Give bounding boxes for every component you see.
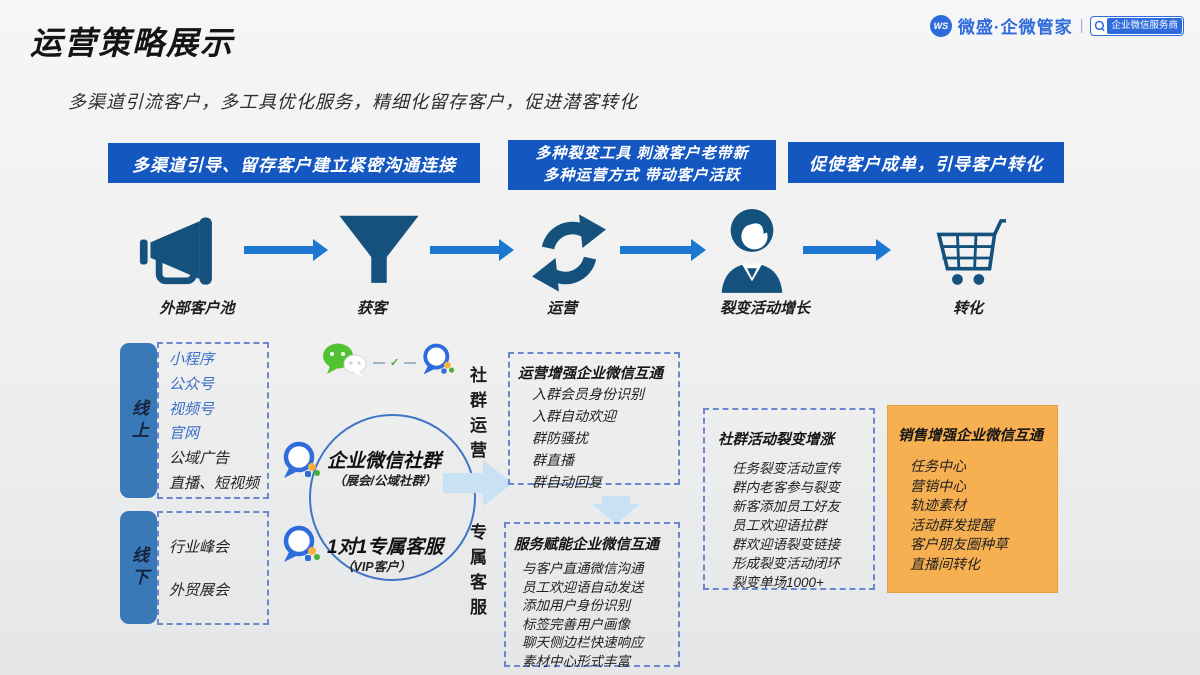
- brand-badge: 企业微信服务商: [1090, 15, 1184, 36]
- panel-item: 入群会员身份识别: [532, 386, 644, 402]
- connector-check-icon: ✓: [390, 356, 400, 369]
- panel-item: 群直播: [532, 452, 574, 468]
- brand-name: 微盛·企微管家: [957, 18, 1073, 37]
- panel-title: 服务赋能企业微信互通: [514, 537, 659, 553]
- panel-item: 直播间转化: [910, 555, 980, 572]
- vertical-label-dedicated-service: 专属客服: [467, 523, 486, 623]
- stage-label-fission: 裂变活动增长: [719, 300, 811, 317]
- panel-item: 轨迹素材: [910, 497, 966, 513]
- light-right-arrow-icon: [443, 460, 513, 511]
- hub-entry-title: 1对1专属客服: [327, 537, 444, 558]
- channel-item: 行业峰会: [169, 538, 230, 556]
- panel-item: 群内老客参与裂变: [732, 480, 840, 495]
- panel-item: 裂变单场1000+: [732, 575, 824, 590]
- panel-item: 群自动回复: [532, 474, 602, 490]
- panel-item: 群防骚扰: [532, 430, 588, 446]
- light-down-arrow-icon: [592, 496, 640, 529]
- wecom-icon: [421, 342, 455, 383]
- megaphone-icon: [138, 213, 234, 296]
- panel-item: 营销中心: [910, 477, 966, 494]
- panel-title: 运营增强企业微信互通: [518, 366, 663, 382]
- panel-title: 销售增强企业微信互通: [898, 428, 1043, 444]
- panel-item: 与客户直通微信沟通: [522, 561, 644, 576]
- offline-label: 线下: [129, 545, 148, 590]
- panel-service: 服务赋能企业微信互通 与客户直通微信沟通 员工欢迎语自动发送 添加用户身份识别 …: [504, 522, 680, 669]
- connector-dash: [373, 361, 385, 364]
- panel-operation: 运营增强企业微信互通 入群会员身份识别 入群自动欢迎 群防骚扰 群直播 群自动回…: [508, 352, 680, 490]
- panel-item: 任务裂变活动宣传: [732, 461, 840, 476]
- wecom-icon: [281, 524, 321, 571]
- channel-item: 公众号: [169, 375, 215, 393]
- stage-label-operate: 运营: [546, 300, 578, 317]
- brand-divider: |: [1079, 17, 1084, 34]
- brand: WS 微盛·企微管家 | 企业微信服务商: [929, 13, 1184, 42]
- vertical-label-community-ops: 社群运营: [467, 366, 486, 466]
- hub-entry-subtitle: （VIP客户）: [341, 560, 412, 574]
- panel-sales: 销售增强企业微信互通 任务中心 营销中心 轨迹素材 活动群发提醒 客户朋友圈种草…: [887, 405, 1058, 593]
- stage-label-acquire: 获客: [356, 300, 388, 317]
- flow-arrow-icon: [430, 239, 514, 261]
- panel-item: 群欢迎语裂变链接: [732, 537, 840, 552]
- offline-channel-list: 行业峰会 外贸展会: [157, 511, 269, 625]
- banner-convert: 促使客户成单，引导客户转化: [788, 142, 1064, 183]
- hub-entry-title: 企业微信社群: [327, 451, 442, 472]
- panel-fission: 社群活动裂变增涨 任务裂变活动宣传 群内老客参与裂变 新客添加员工好友 员工欢迎…: [703, 408, 875, 590]
- channel-item: 外贸展会: [169, 582, 230, 600]
- flow-arrow-icon: [803, 239, 891, 261]
- panel-item: 标签完善用户画像: [522, 616, 630, 632]
- brand-logo-icon: WS: [929, 14, 952, 42]
- hub-circle: [309, 414, 476, 581]
- banner-fission: 多种裂变工具 刺激客户老带新 多种运营方式 带动客户活跃: [508, 140, 776, 190]
- funnel-icon: [336, 209, 422, 298]
- channel-item: 视频号: [169, 400, 215, 418]
- panel-item: 添加用户身份识别: [522, 598, 630, 613]
- offline-bar: 线下: [120, 511, 157, 624]
- slide-subtitle: 多渠道引流客户，多工具优化服务，精细化留存客户，促进潜客转化: [68, 92, 638, 112]
- channel-item: 公域广告: [169, 450, 230, 468]
- online-channel-list: 小程序 公众号 视频号 官网 公域广告 直播、短视频: [157, 342, 269, 499]
- connector-dash: [404, 361, 417, 364]
- channel-item: 小程序: [169, 350, 215, 368]
- flow-arrow-icon: [620, 239, 706, 261]
- stage-label-pool: 外部客户池: [159, 300, 235, 317]
- online-label: 线上: [129, 398, 148, 443]
- channel-item: 官网: [169, 425, 200, 443]
- brand-badge-label: 企业微信服务商: [1107, 17, 1182, 34]
- panel-item: 客户朋友圈种草: [910, 536, 1008, 552]
- hub-entry-subtitle: （展会/公域社群）: [333, 474, 437, 488]
- wechat-to-wecom-connector: ✓: [322, 342, 455, 383]
- cart-icon: [926, 209, 1006, 302]
- page-title: 运营策略展示: [30, 25, 235, 61]
- panel-item: 新客添加员工好友: [732, 499, 840, 514]
- panel-item: 员工欢迎语拉群: [732, 518, 827, 533]
- stage-label-convert: 转化: [952, 300, 984, 317]
- panel-item: 入群自动欢迎: [532, 408, 616, 424]
- wecom-bubble-magnifier-icon: [1092, 20, 1107, 32]
- channel-item: 直播、短视频: [169, 475, 260, 493]
- panel-item: 聊天侧边栏快速响应: [522, 635, 644, 650]
- wecom-icon: [281, 440, 321, 487]
- panel-item: 素材中心形式丰富: [522, 653, 630, 669]
- wechat-icon: [322, 342, 368, 383]
- panel-title: 社群活动裂变增涨: [718, 432, 834, 448]
- panel-item: 任务中心: [910, 458, 966, 474]
- panel-item: 员工欢迎语自动发送: [522, 579, 644, 595]
- online-bar: 线上: [120, 343, 157, 498]
- panel-item: 活动群发提醒: [910, 516, 994, 533]
- banner-connect: 多渠道引导、留存客户建立紧密沟通连接: [108, 143, 480, 183]
- panel-item: 形成裂变活动闭环: [732, 556, 840, 571]
- flow-arrow-icon: [244, 239, 328, 261]
- person-icon: [711, 204, 793, 303]
- cycle-icon: [527, 211, 611, 300]
